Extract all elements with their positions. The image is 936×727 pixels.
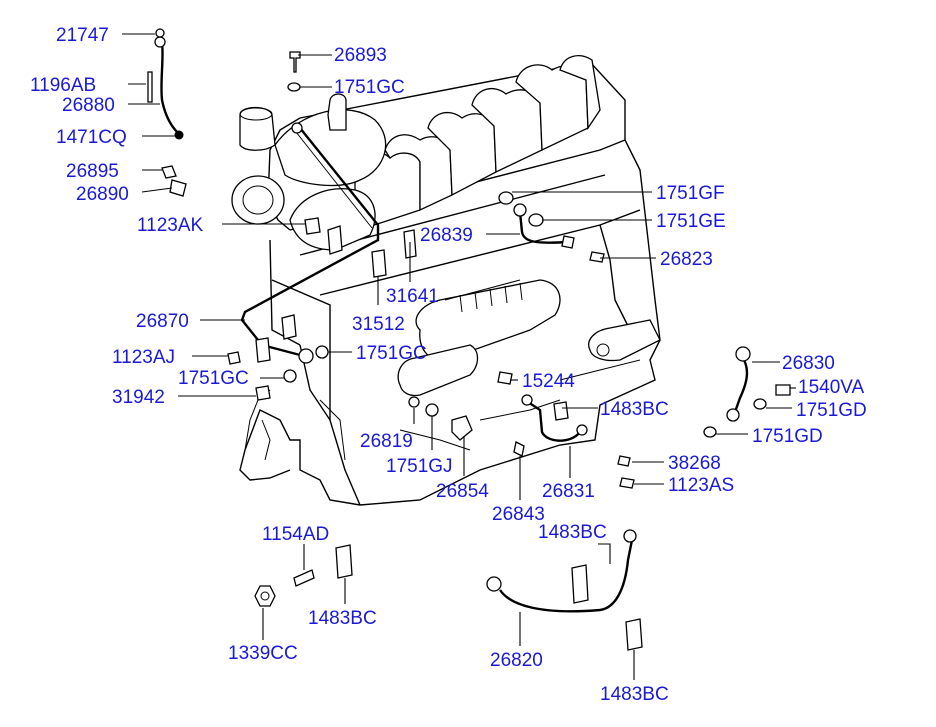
part-number-21747[interactable]: 21747 — [56, 25, 109, 46]
clip-31512-part — [327, 225, 343, 255]
part-number-31942[interactable]: 31942 — [112, 387, 165, 408]
part-number-31641[interactable]: 31641 — [386, 286, 439, 307]
fitting-26890-part — [169, 179, 187, 197]
part-number-1123AJ[interactable]: 1123AJ — [112, 347, 175, 368]
part-number-1123AS[interactable]: 1123AS — [668, 475, 734, 496]
washer-1751GD-a-part — [753, 398, 767, 410]
part-number-1751GC-low[interactable]: 1751GC — [178, 368, 249, 389]
union-26854-part — [451, 415, 473, 441]
bolt-1196AB-part — [147, 71, 153, 103]
washer-1751GC-top-part — [287, 82, 301, 92]
part-number-1751GD-b[interactable]: 1751GD — [752, 426, 823, 447]
bolt-1123AJ-part — [227, 351, 241, 365]
bolt-31942-part — [255, 385, 271, 401]
banjo-part — [255, 337, 271, 363]
oil-line-26880 — [154, 36, 179, 134]
part-number-1196AB[interactable]: 1196AB — [30, 75, 96, 96]
engine-block — [231, 55, 661, 506]
part-number-26819[interactable]: 26819 — [360, 431, 413, 452]
part-number-1751GC-mid[interactable]: 1751GC — [356, 343, 427, 364]
part-number-15244[interactable]: 15244 — [522, 371, 575, 392]
return-line-26839 — [513, 203, 575, 249]
part-number-26880[interactable]: 26880 — [62, 95, 115, 116]
part-number-1751GC-top[interactable]: 1751GC — [334, 77, 405, 98]
washer-26819-part — [408, 396, 420, 408]
washer-1751GJ-part — [425, 403, 439, 417]
part-number-26893[interactable]: 26893 — [334, 45, 387, 66]
bolt-38268-part — [617, 455, 631, 467]
fitting-26895-part — [161, 165, 177, 179]
washer-1751GE-part — [528, 213, 544, 227]
clip-1483BC-a-part — [553, 401, 569, 421]
oil-line-26831 — [521, 394, 588, 442]
part-number-38268[interactable]: 38268 — [668, 453, 721, 474]
bolt-1123AK-part — [304, 217, 321, 235]
part-labels: 21747 1196AB 26880 1471CQ 26895 26890 11… — [30, 25, 867, 705]
part-number-1751GD-a[interactable]: 1751GD — [796, 400, 867, 421]
plug-1471CQ-part — [174, 130, 184, 140]
stud-1154AD-part — [293, 569, 315, 587]
part-number-26823[interactable]: 26823 — [660, 249, 713, 270]
clip-1483BC-d-part — [625, 618, 643, 651]
oil-line-26830 — [726, 346, 751, 422]
oil-line-26820 — [486, 529, 637, 613]
washer-1751GC-mid-part — [315, 345, 329, 359]
part-number-1751GJ[interactable]: 1751GJ — [386, 456, 453, 477]
part-number-26839[interactable]: 26839 — [420, 225, 473, 246]
part-number-1483BC-b[interactable]: 1483BC — [538, 522, 607, 543]
part-number-26843[interactable]: 26843 — [492, 504, 545, 525]
washer-1751GC-low-part — [283, 369, 297, 383]
bolt-1123AS-part — [619, 477, 635, 489]
washer-1751GD-b-part — [703, 426, 717, 438]
part-number-1751GE[interactable]: 1751GE — [656, 211, 726, 232]
bolt-26893-part — [289, 51, 301, 73]
part-number-1483BC-d[interactable]: 1483BC — [600, 684, 669, 705]
sensor-15244-part — [497, 371, 513, 385]
part-number-1540VA[interactable]: 1540VA — [798, 377, 865, 398]
part-number-1751GF[interactable]: 1751GF — [656, 183, 725, 204]
leader-lines — [122, 33, 796, 680]
part-number-1483BC-a[interactable]: 1483BC — [600, 399, 669, 420]
part-number-1123AK[interactable]: 1123AK — [137, 215, 204, 236]
nut-1339CC-part — [254, 585, 276, 607]
bolt-1540VA-part — [775, 384, 791, 396]
part-number-31512[interactable]: 31512 — [352, 314, 405, 335]
part-number-26854[interactable]: 26854 — [436, 481, 489, 502]
part-number-26830[interactable]: 26830 — [782, 353, 835, 374]
clip-1483BC-b-part — [335, 544, 353, 579]
washer-1751GF-part — [498, 191, 514, 205]
clip-part — [371, 249, 387, 278]
part-number-26820[interactable]: 26820 — [490, 650, 543, 671]
part-number-26870[interactable]: 26870 — [136, 311, 189, 332]
part-number-1339CC[interactable]: 1339CC — [228, 643, 298, 664]
part-number-26890[interactable]: 26890 — [76, 184, 129, 205]
part-number-1471CQ[interactable]: 1471CQ — [56, 127, 127, 148]
part-number-1483BC-c[interactable]: 1483BC — [308, 608, 377, 629]
fitting-26843-part — [513, 441, 525, 457]
part-number-1154AD[interactable]: 1154AD — [262, 524, 329, 545]
part-number-26831[interactable]: 26831 — [542, 481, 595, 502]
part-number-26895[interactable]: 26895 — [66, 161, 119, 182]
clip-1483BC-c-part — [571, 564, 589, 604]
oil-line-clip-21747-part — [155, 28, 165, 38]
bolt-26823-part — [589, 251, 605, 263]
clip-part — [281, 314, 297, 340]
